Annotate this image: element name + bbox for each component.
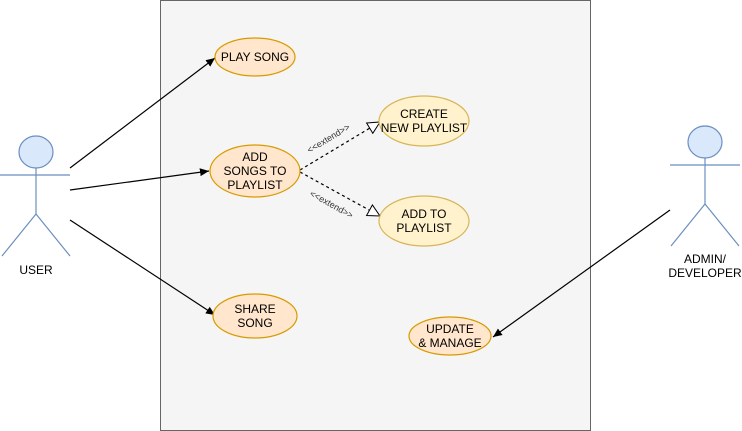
use-case-play-song-label: PLAY SONG — [221, 50, 289, 64]
use-case-share-song-shape — [212, 293, 298, 339]
use-case-add-to-playlist-shape — [378, 195, 470, 247]
use-case-update-manage-line2: & MANAGE — [418, 336, 481, 350]
use-case-add-songs-line3: PLAYLIST — [227, 178, 283, 192]
actor-user-head — [18, 135, 54, 169]
use-case-add-to-playlist-line1: ADD TO — [402, 207, 447, 221]
use-case-play-song-shape — [214, 37, 296, 77]
use-case-create-playlist-line1: CREATE — [400, 107, 448, 121]
use-case-create-playlist[interactable]: CREATE NEW PLAYLIST — [378, 95, 470, 147]
use-case-create-playlist-line2: NEW PLAYLIST — [381, 121, 468, 135]
use-case-update-manage-shape — [408, 316, 492, 356]
actor-admin-head — [687, 125, 723, 159]
use-case-add-to-playlist-line2: PLAYLIST — [396, 221, 452, 235]
assoc-user-share — [69, 219, 216, 316]
use-case-add-songs-line1: ADD — [242, 150, 268, 164]
actor-admin-label-line2: DEVELOPER — [668, 266, 742, 280]
actor-admin-label-line1: ADMIN/ — [684, 252, 727, 266]
use-case-update-manage[interactable]: UPDATE & MANAGE — [408, 316, 492, 356]
use-case-create-playlist-shape — [378, 95, 470, 147]
use-case-update-manage-line1: UPDATE — [426, 322, 474, 336]
actor-user-leg-left — [1, 213, 37, 257]
assoc-user-play — [69, 57, 216, 169]
assoc-user-add — [69, 168, 210, 191]
use-case-share-song-line1: SHARE — [234, 302, 275, 316]
actor-admin: ADMIN/ DEVELOPER — [668, 125, 742, 280]
actor-user-label: USER — [19, 263, 53, 277]
actor-admin-leg-right — [704, 203, 740, 247]
use-case-share-song[interactable]: SHARE SONG — [212, 293, 298, 339]
actor-user: USER — [0, 135, 71, 277]
assoc-admin-update — [492, 209, 671, 338]
use-case-add-to-playlist[interactable]: ADD TO PLAYLIST — [378, 195, 470, 247]
use-case-add-songs-line2: SONGS TO — [224, 164, 287, 178]
use-case-play-song[interactable]: PLAY SONG — [214, 37, 296, 77]
actor-admin-leg-left — [670, 203, 706, 247]
use-case-share-song-line2: SONG — [237, 316, 272, 330]
use-case-add-songs-shape — [209, 144, 301, 198]
use-case-add-songs[interactable]: ADD SONGS TO PLAYLIST — [209, 144, 301, 198]
actor-user-leg-right — [35, 213, 71, 257]
